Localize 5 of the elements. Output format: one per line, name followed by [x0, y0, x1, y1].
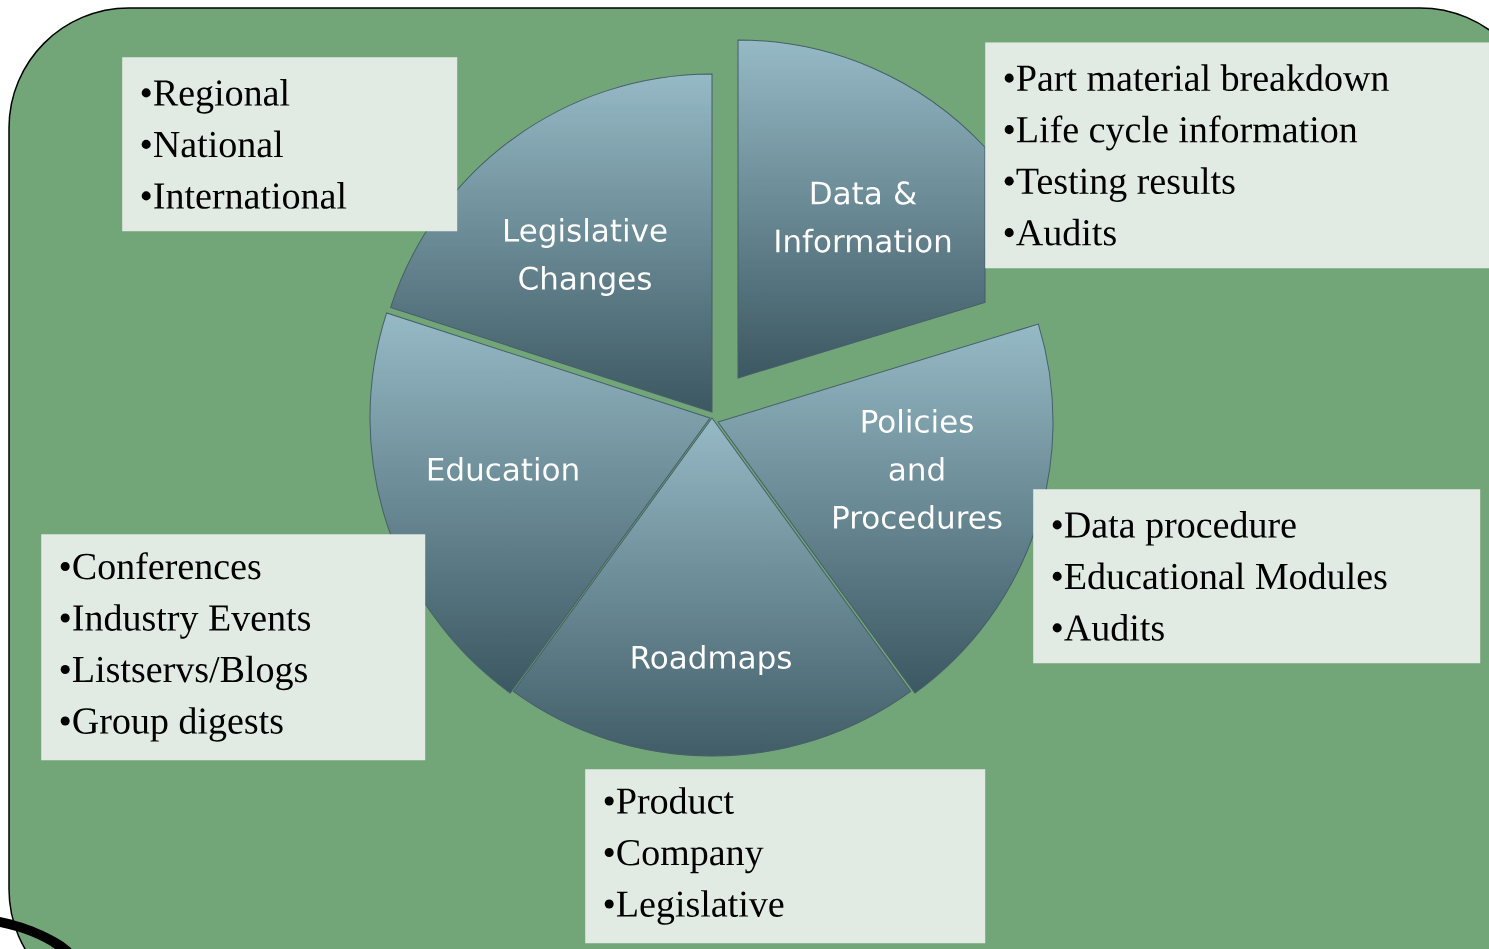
text-box: •Data procedure •Educational Modules •Audits	[1033, 489, 1481, 664]
text-box: •Regional •National •International	[122, 57, 458, 232]
text-box: •Part material breakdown •Life cycle information •Testing results •Audits	[985, 42, 1489, 269]
text-box: •Conferences •Industry Events •Listservs/Blogs •Group digests	[41, 534, 426, 761]
text-box: •Product •Company •Legislative	[585, 769, 986, 944]
